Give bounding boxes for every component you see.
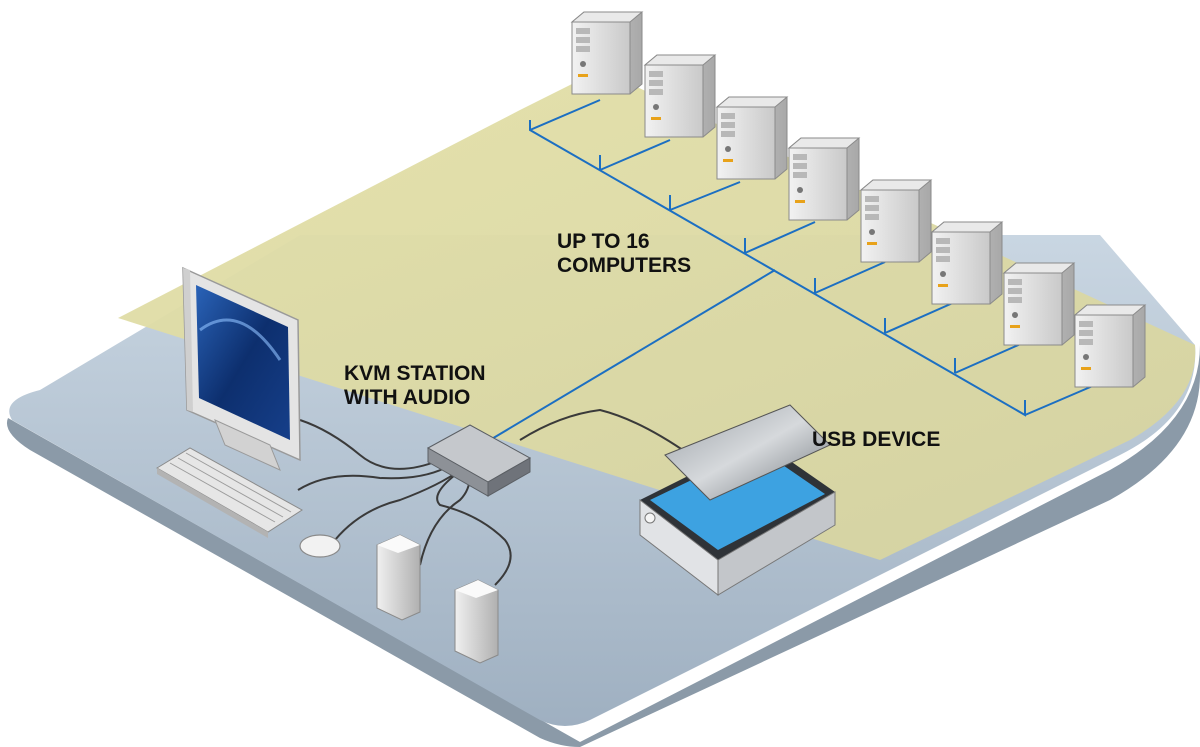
- network-branch-diag-2: [599, 139, 671, 171]
- network-branch-diag-7: [954, 341, 1026, 374]
- server-tower-icon: [1074, 304, 1146, 388]
- cable-usb: [519, 408, 691, 456]
- usb-device-label-line1: USB DEVICE: [812, 428, 941, 451]
- server-tower-icon: [788, 137, 860, 221]
- usb-device-label: USB DEVICE: [812, 428, 940, 452]
- computers-zone: [118, 70, 1196, 560]
- cable-monitor: [299, 419, 441, 470]
- network-branch-diag-6: [884, 301, 956, 334]
- speaker-icon: [454, 579, 499, 664]
- server-tower-icon: [571, 11, 643, 95]
- kvm-switch-icon: [426, 424, 532, 497]
- kvm-station-label-line2: WITH AUDIO: [344, 386, 471, 409]
- computers-label-line1: UP TO 16: [557, 230, 650, 253]
- network-backbone: [529, 120, 1026, 417]
- network-branch-diag-3: [669, 181, 741, 211]
- network-wiring: [489, 99, 1096, 441]
- cable-mouse: [334, 469, 461, 541]
- computers-label-line2: COMPUTERS: [557, 254, 692, 277]
- server-tower-icon: [931, 221, 1003, 305]
- server-tower-icon: [860, 179, 932, 263]
- cable-speaker-right: [436, 474, 512, 586]
- kvm-station-label-line1: KVM STATION: [344, 362, 486, 385]
- network-branch-diag-8: [1024, 384, 1096, 416]
- cable-keyboard: [297, 467, 446, 491]
- kvm-station-label: KVM STATION WITH AUDIO: [344, 362, 486, 410]
- scanner-icon: [639, 404, 836, 597]
- speaker-icon: [376, 534, 421, 621]
- server-tower-icon: [1003, 262, 1075, 346]
- network-branch-diag-5: [814, 261, 886, 294]
- computers-label: UP TO 16 COMPUTERS: [557, 230, 691, 278]
- mouse-icon: [299, 534, 341, 558]
- network-trunk-to-kvm: [489, 269, 776, 441]
- keyboard-icon: [156, 447, 303, 538]
- monitor-icon: [182, 266, 301, 471]
- server-tower-icon: [716, 96, 788, 180]
- network-branch-diag-4: [744, 221, 816, 254]
- network-branch-diag-1: [529, 99, 601, 131]
- server-tower-icon: [644, 54, 716, 138]
